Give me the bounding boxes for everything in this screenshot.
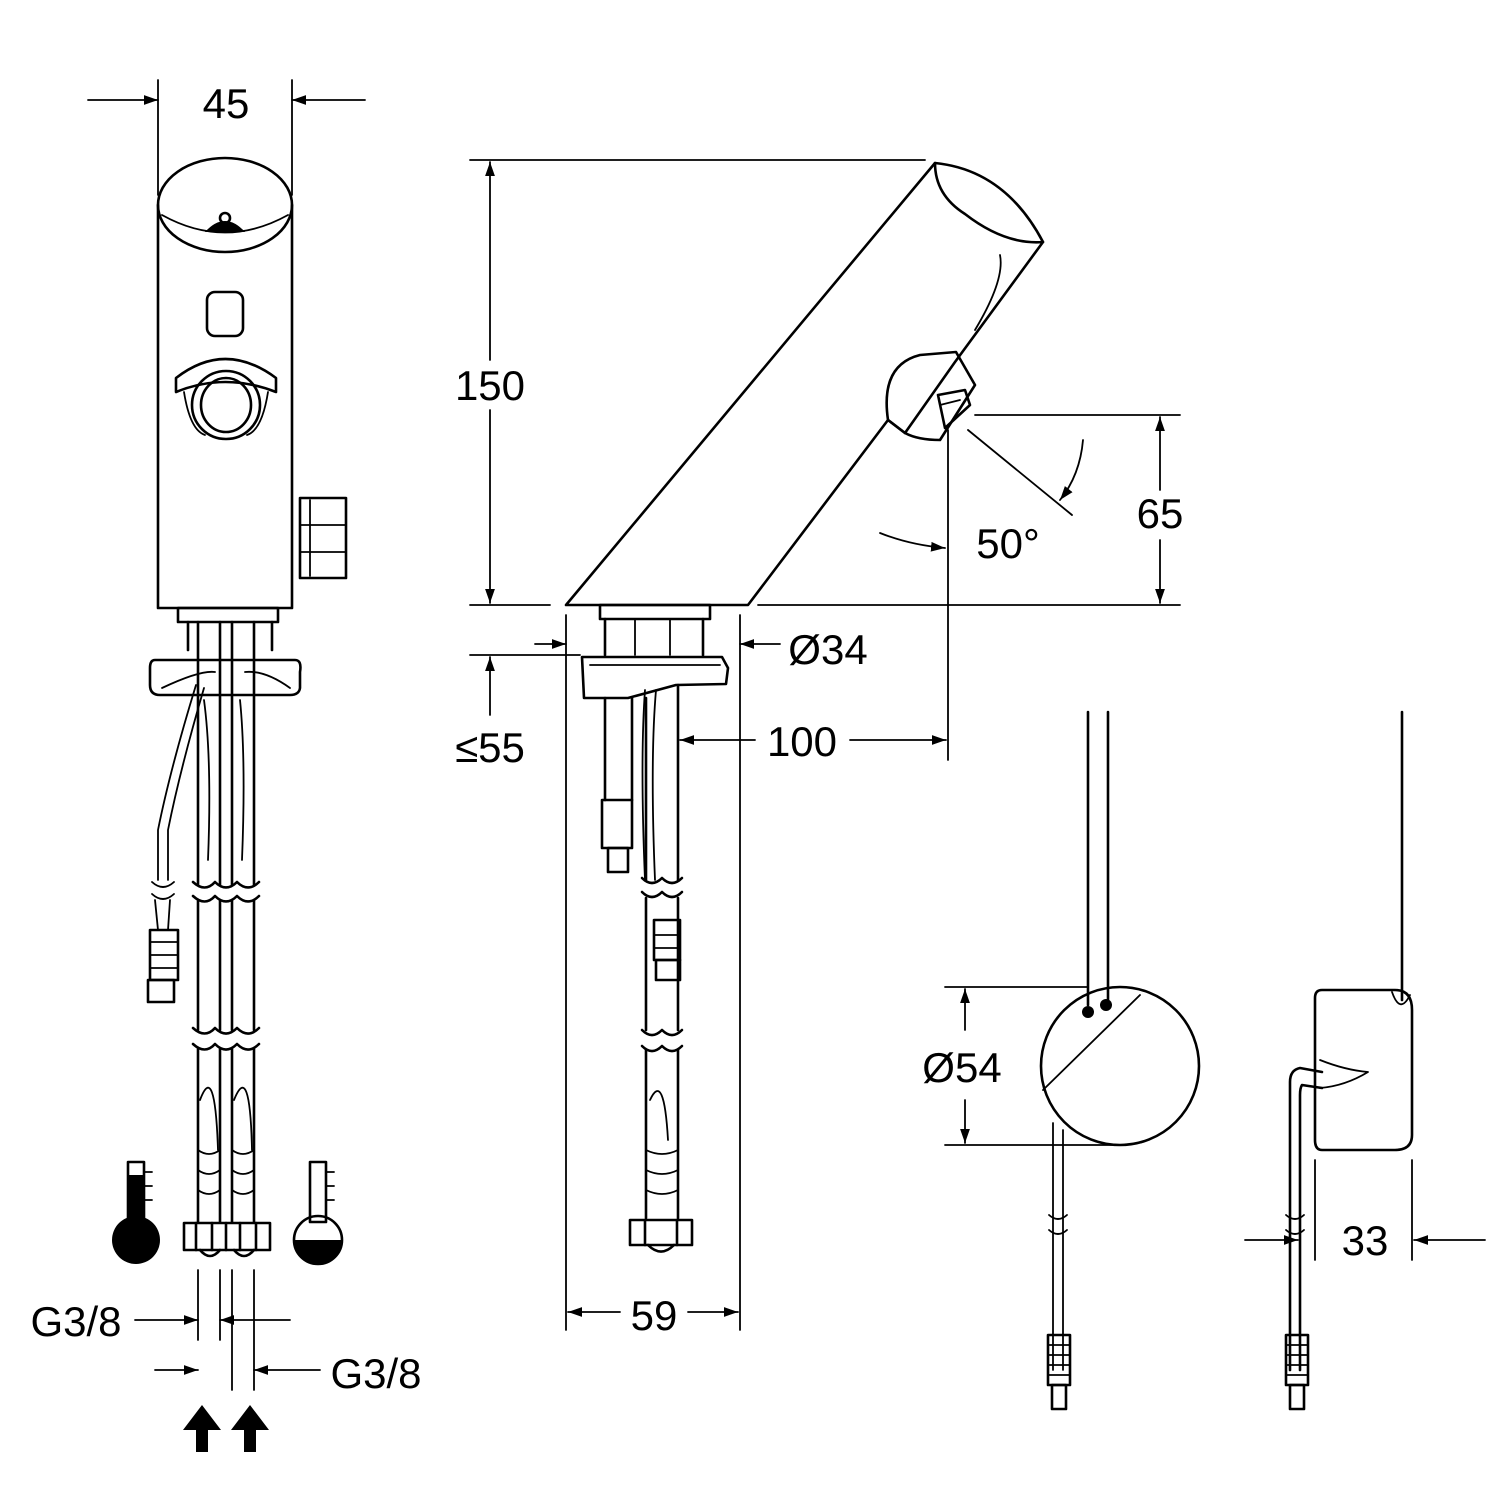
battery-diameter-label: Ø54	[922, 1044, 1001, 1091]
dimension-labels: 45 150 65 50° Ø34 ≤55 100 59 G3/8 G3/8 Ø…	[30, 80, 1388, 1397]
battery-box-side	[1244, 710, 1486, 1411]
hoses-side	[600, 683, 694, 1253]
thermometer-cold-icon	[292, 1160, 344, 1266]
mounting-bracket-side	[580, 655, 730, 700]
height-label: 150	[455, 362, 525, 409]
reach-label: 100	[767, 718, 837, 765]
side-connector	[298, 496, 348, 580]
counter-thickness-label: ≤55	[455, 724, 525, 771]
base-side	[598, 603, 712, 657]
faucet-body-side	[564, 161, 1045, 607]
base-width-label: 59	[631, 1292, 678, 1339]
thread-left-label: G3/8	[30, 1298, 121, 1345]
width-front-label: 45	[203, 80, 250, 127]
battery-depth-label: 33	[1342, 1217, 1389, 1264]
aerator-outlet	[174, 357, 278, 441]
thread-dimensions-front	[134, 1269, 321, 1391]
mounting-bracket-front	[148, 658, 302, 697]
base-ring-front	[176, 606, 280, 652]
sensor-height-label: 65	[1137, 490, 1184, 537]
side-view	[469, 159, 1181, 1331]
hose-nuts-front	[182, 1221, 272, 1258]
flow-arrow-icon	[183, 1405, 269, 1452]
supply-hoses-front	[191, 620, 261, 1227]
dimension-lines-side	[469, 159, 1181, 1331]
width-dimension-front	[87, 79, 366, 196]
sensor-window	[205, 290, 245, 338]
sensor-cable-front	[146, 684, 205, 1004]
battery-box-front	[944, 710, 1201, 1411]
thermometer-hot-icon	[112, 1160, 160, 1264]
front-view	[87, 79, 366, 1452]
thread-right-label: G3/8	[330, 1350, 421, 1397]
diameter-base-label: Ø34	[788, 626, 867, 673]
angle-label: 50°	[976, 520, 1040, 567]
